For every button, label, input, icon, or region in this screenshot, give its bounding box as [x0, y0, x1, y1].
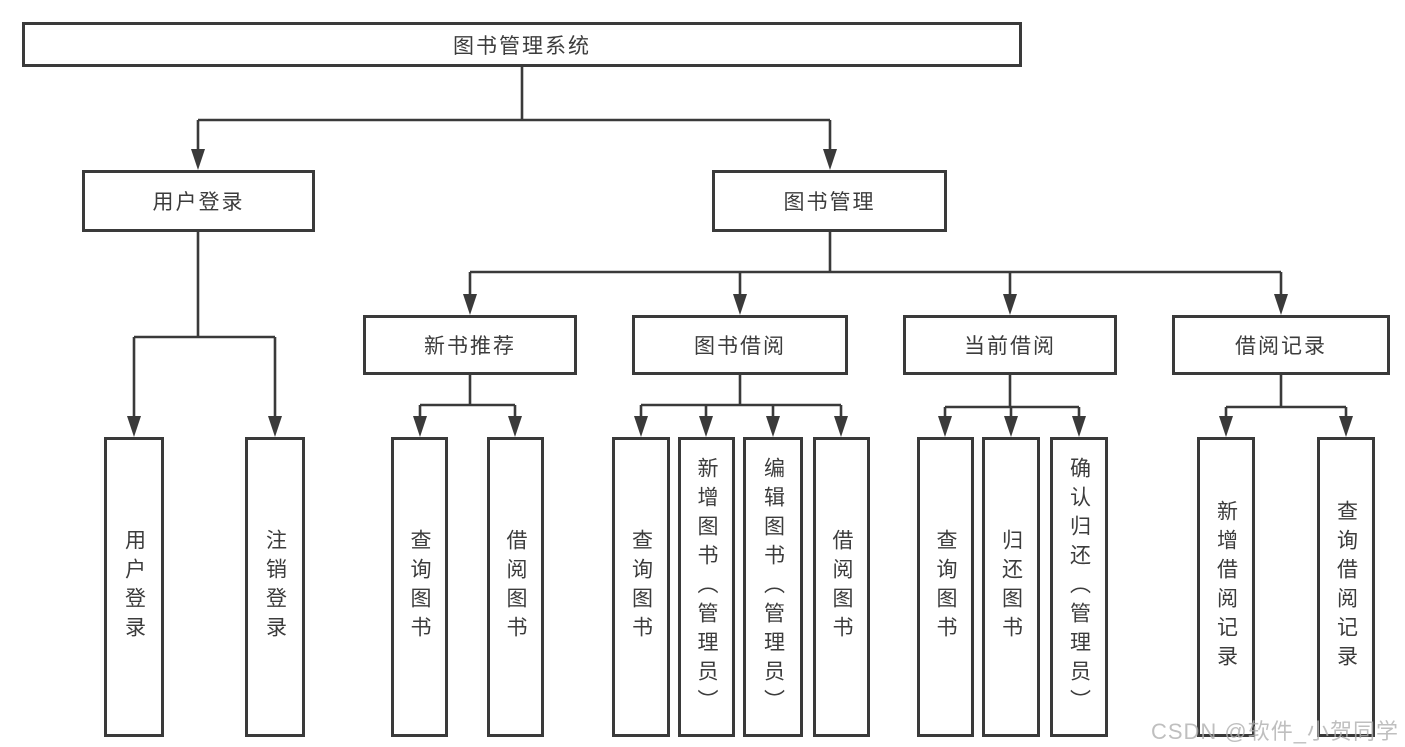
node-current-borrow: 当前借阅 — [903, 315, 1117, 375]
node-new-book-recommend-label: 新书推荐 — [424, 335, 516, 358]
leaf-query-books-current: 查询图书 — [917, 437, 974, 737]
node-book-management-label: 图书管理 — [783, 191, 876, 214]
leaf-borrow-books-recommend-label: 借阅图书 — [504, 529, 527, 645]
leaf-add-borrow-record: 新增借阅记录 — [1197, 437, 1255, 737]
leaf-return-books: 归还图书 — [982, 437, 1040, 737]
leaf-query-books-current-label: 查询图书 — [934, 529, 957, 645]
node-book-management: 图书管理 — [712, 170, 947, 232]
leaf-borrow-books-borrow: 借阅图书 — [813, 437, 870, 737]
node-current-borrow-label: 当前借阅 — [964, 335, 1056, 358]
leaf-add-borrow-record-label: 新增借阅记录 — [1214, 500, 1238, 674]
node-user-login: 用户登录 — [82, 170, 315, 232]
leaf-query-books-borrow: 查询图书 — [612, 437, 670, 737]
leaf-query-books-recommend: 查询图书 — [391, 437, 448, 737]
leaf-confirm-return-admin: 确认归还（管理员） — [1050, 437, 1108, 737]
node-root-system: 图书管理系统 — [22, 22, 1022, 67]
leaf-logout: 注销登录 — [245, 437, 305, 737]
leaf-query-books-borrow-label: 查询图书 — [629, 529, 653, 645]
leaf-user-login-label: 用户登录 — [122, 529, 146, 645]
leaf-query-borrow-record: 查询借阅记录 — [1317, 437, 1375, 737]
watermark-text: CSDN @软件_小贺同学 — [1150, 719, 1399, 744]
node-book-borrow-label: 图书借阅 — [694, 335, 786, 358]
node-new-book-recommend: 新书推荐 — [363, 315, 577, 375]
leaf-logout-label: 注销登录 — [263, 529, 287, 645]
leaf-borrow-books-borrow-label: 借阅图书 — [830, 529, 853, 645]
leaf-borrow-books-recommend: 借阅图书 — [487, 437, 544, 737]
leaf-edit-book-admin-label: 编辑图书（管理员） — [761, 456, 785, 718]
node-user-login-label: 用户登录 — [152, 191, 245, 214]
leaf-edit-book-admin: 编辑图书（管理员） — [743, 437, 803, 737]
leaf-confirm-return-admin-label: 确认归还（管理员） — [1067, 456, 1091, 718]
node-borrow-records: 借阅记录 — [1172, 315, 1390, 375]
leaf-query-books-recommend-label: 查询图书 — [408, 529, 431, 645]
leaf-query-borrow-record-label: 查询借阅记录 — [1334, 500, 1358, 674]
leaf-return-books-label: 归还图书 — [999, 529, 1023, 645]
node-borrow-records-label: 借阅记录 — [1235, 335, 1327, 358]
node-root-label: 图书管理系统 — [453, 34, 591, 58]
leaf-user-login: 用户登录 — [104, 437, 164, 737]
node-book-borrow: 图书借阅 — [632, 315, 848, 375]
leaf-add-book-admin: 新增图书（管理员） — [678, 437, 735, 737]
leaf-add-book-admin-label: 新增图书（管理员） — [695, 456, 718, 718]
